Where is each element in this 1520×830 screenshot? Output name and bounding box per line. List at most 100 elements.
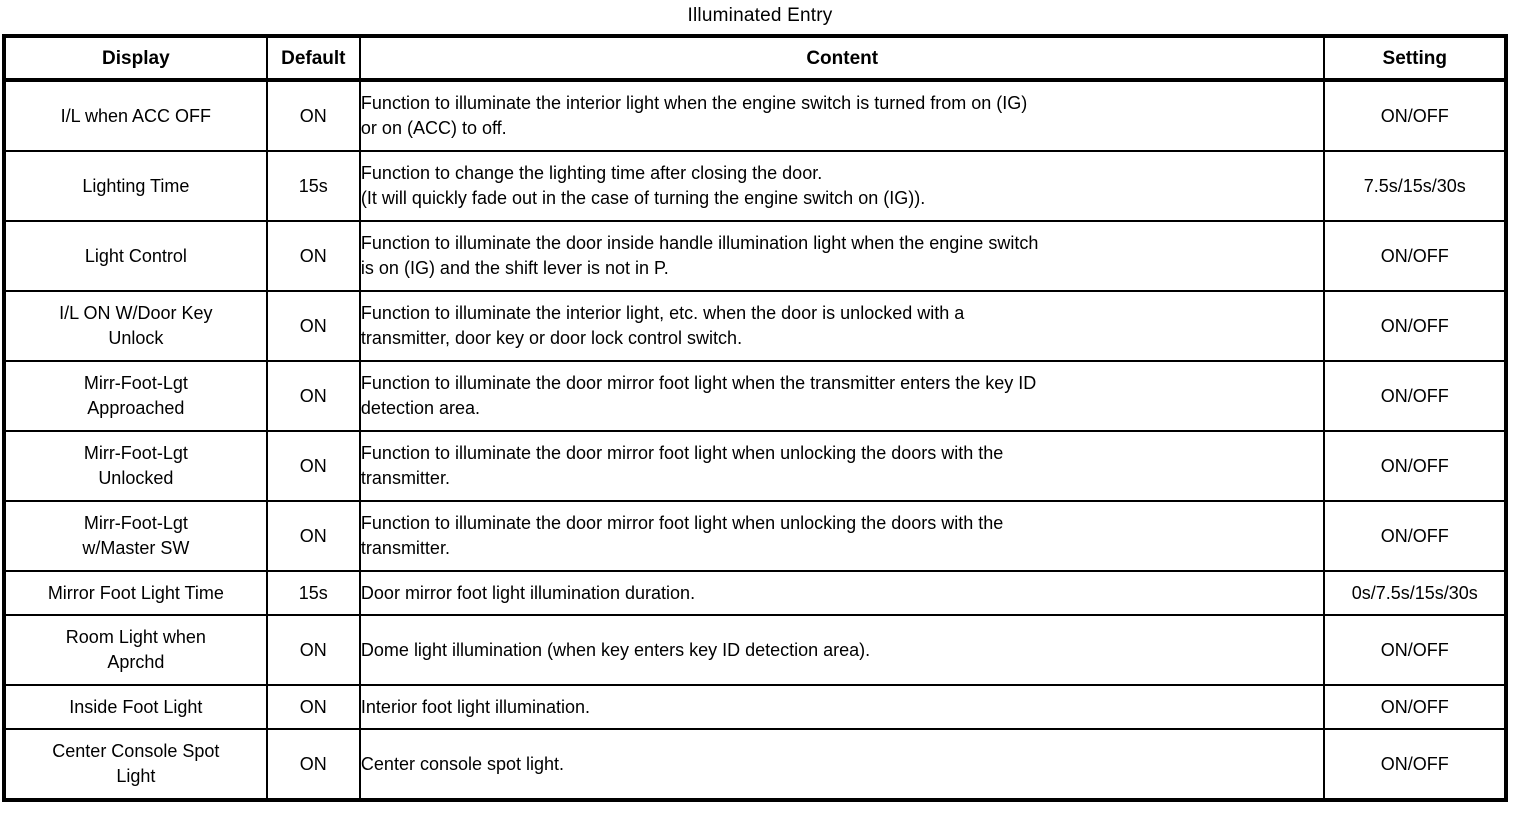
cell-setting-value: ON/OFF <box>1323 79 1507 152</box>
cell-display: Inside Foot Light <box>3 684 268 730</box>
cell-content: Function to illuminate the interior ligh… <box>358 79 1326 152</box>
content-line: Function to illuminate the interior ligh… <box>360 303 965 323</box>
cell-default-value: ON <box>265 360 361 432</box>
display-line: Mirr-Foot-Lgt <box>83 373 188 393</box>
display-line: Center Console Spot <box>52 741 220 761</box>
display-line: Unlocked <box>98 468 174 488</box>
cell-default-value: ON <box>265 79 361 152</box>
content-line: Center console spot light. <box>360 753 565 774</box>
cell-content: Function to illuminate the interior ligh… <box>358 290 1326 362</box>
display-line: w/Master SW <box>82 538 190 558</box>
cell-display: I/L when ACC OFF <box>3 79 268 152</box>
column-header-content: Content <box>358 35 1326 82</box>
display-line: Light Control <box>84 245 187 266</box>
content-line: Function to illuminate the interior ligh… <box>360 93 1028 113</box>
content-line: Function to illuminate the door mirror f… <box>360 443 1004 463</box>
display-line: Unlock <box>108 328 164 348</box>
cell-content: Interior foot light illumination. <box>358 684 1326 730</box>
cell-default-value: 15s <box>265 150 361 222</box>
content-line: Dome light illumination (when key enters… <box>360 639 871 660</box>
cell-content: Function to illuminate the door mirror f… <box>358 430 1326 502</box>
cell-setting-value: ON/OFF <box>1323 728 1507 801</box>
content-line: Function to illuminate the door mirror f… <box>360 373 1037 393</box>
cell-default-value: ON <box>265 500 361 572</box>
cell-setting-value: ON/OFF <box>1323 500 1507 572</box>
cell-setting-value: ON/OFF <box>1323 614 1507 686</box>
content-line: or on (ACC) to off. <box>360 118 507 138</box>
table-container: Display Default Content Setting I/L when… <box>0 34 1520 802</box>
cell-default-value: 15s <box>265 570 361 616</box>
cell-display: Lighting Time <box>3 150 268 222</box>
display-line: Mirr-Foot-Lgt <box>83 443 188 463</box>
display-line: I/L when ACC OFF <box>60 105 212 126</box>
cell-setting-value: ON/OFF <box>1323 220 1507 292</box>
cell-content: Dome light illumination (when key enters… <box>358 614 1326 686</box>
cell-default-value: ON <box>265 220 361 292</box>
content-line: Function to change the lighting time aft… <box>360 163 823 183</box>
cell-content: Function to change the lighting time aft… <box>358 150 1326 222</box>
header-row: Display Default Content Setting <box>3 35 1507 82</box>
cell-content: Function to illuminate the door mirror f… <box>358 360 1326 432</box>
display-line: Approached <box>87 398 185 418</box>
column-header-default: Default <box>265 35 361 82</box>
cell-setting-value: 7.5s/15s/30s <box>1323 150 1507 222</box>
content-line: transmitter. <box>360 538 450 558</box>
column-header-setting: Setting <box>1323 35 1507 82</box>
cell-display: Mirr-Foot-Lgt w/Master SW <box>3 500 268 572</box>
content-line: Function to illuminate the door inside h… <box>360 233 1039 253</box>
display-line: Lighting Time <box>82 175 190 196</box>
cell-default-value: ON <box>265 728 361 801</box>
cell-content: Function to illuminate the door mirror f… <box>358 500 1326 572</box>
content-line: detection area. <box>360 398 481 418</box>
cell-default-value: ON <box>265 290 361 362</box>
table-caption: Illuminated Entry <box>687 5 833 26</box>
cell-setting-value: 0s/7.5s/15s/30s <box>1323 570 1507 616</box>
cell-setting-value: ON/OFF <box>1323 684 1507 730</box>
display-line: Room Light when <box>65 627 206 647</box>
display-line: Mirror Foot Light Time <box>47 582 224 603</box>
content-line: is on (IG) and the shift lever is not in… <box>360 258 669 278</box>
content-line: transmitter, door key or door lock contr… <box>360 328 743 348</box>
cell-content: Door mirror foot light illumination dura… <box>358 570 1326 616</box>
cell-content: Center console spot light. <box>358 728 1326 801</box>
column-header-display: Display <box>3 35 268 82</box>
display-line: I/L ON W/Door Key <box>59 303 213 323</box>
cell-setting-value: ON/OFF <box>1323 290 1507 362</box>
content-line: Door mirror foot light illumination dura… <box>360 582 696 603</box>
display-line: Inside Foot Light <box>69 696 203 717</box>
display-line: Light <box>116 766 156 786</box>
cell-default-value: ON <box>265 430 361 502</box>
cell-display: Light Control <box>3 220 268 292</box>
cell-setting-value: ON/OFF <box>1323 430 1507 502</box>
display-line: Aprchd <box>107 652 165 672</box>
cell-setting-value: ON/OFF <box>1323 360 1507 432</box>
display-line: Mirr-Foot-Lgt <box>83 513 188 533</box>
content-line: (It will quickly fade out in the case of… <box>360 188 926 208</box>
cell-default-value: ON <box>265 614 361 686</box>
illuminated-entry-table: Display Default Content Setting I/L when… <box>2 34 1508 802</box>
table-header: Display Default Content Setting <box>3 35 1507 82</box>
content-line: Interior foot light illumination. <box>360 696 591 717</box>
cell-display: Mirror Foot Light Time <box>3 570 268 616</box>
cell-content: Function to illuminate the door inside h… <box>358 220 1326 292</box>
content-line: Function to illuminate the door mirror f… <box>360 513 1004 533</box>
content-line: transmitter. <box>360 468 450 488</box>
